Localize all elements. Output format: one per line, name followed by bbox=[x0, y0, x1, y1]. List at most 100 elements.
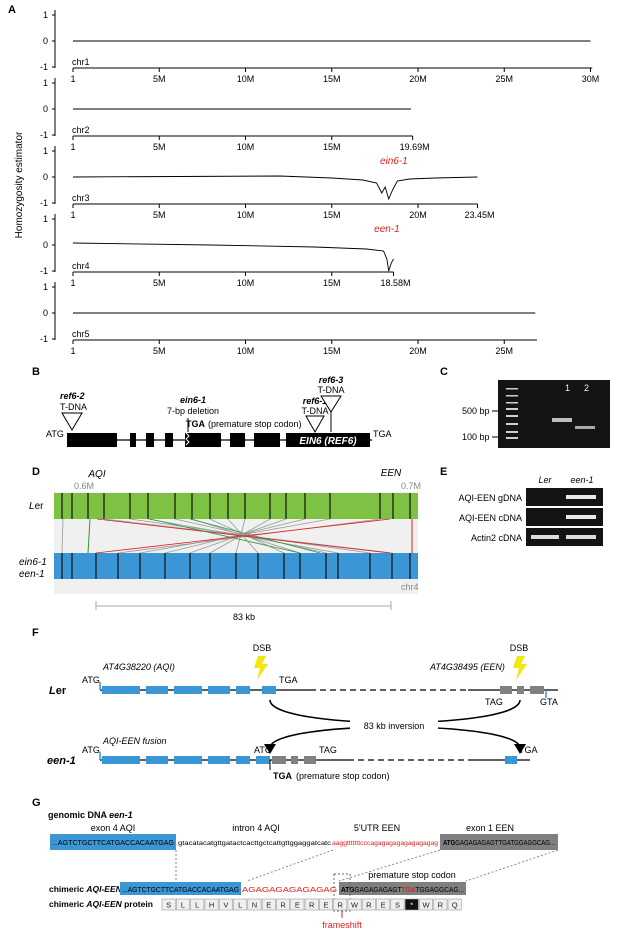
premature-tga-note: (premature stop codon) bbox=[296, 771, 390, 781]
amino-acid-cell: W bbox=[347, 898, 362, 911]
start-codon-label: ATG bbox=[46, 429, 64, 439]
mutation-annotation: ein6-1 bbox=[380, 156, 408, 167]
y-tick-label: 0 bbox=[43, 36, 48, 46]
een1-atg-2: ATG bbox=[254, 745, 272, 755]
chr-label: chr4 bbox=[401, 582, 419, 592]
exon-3 bbox=[146, 433, 154, 447]
x-end-label: 18.58M bbox=[380, 278, 410, 288]
chromosome-name: chr4 bbox=[72, 261, 90, 271]
x-tick-label: 20M bbox=[409, 210, 427, 220]
x-tick-label: 10M bbox=[237, 278, 255, 288]
amino-acid-letter: E bbox=[323, 901, 328, 910]
arrow-left bbox=[264, 744, 276, 754]
gel-image-c bbox=[498, 380, 610, 448]
x-tick-label: 1 bbox=[70, 210, 75, 220]
pos-0-7m: 0.7M bbox=[401, 481, 421, 491]
x-tick-label: 10M bbox=[237, 142, 255, 152]
amino-acid-letter: H bbox=[209, 901, 214, 910]
panel-a-label: A bbox=[8, 4, 16, 16]
amino-acid-letter: W bbox=[351, 901, 359, 910]
x-tick-label: 10M bbox=[237, 346, 255, 356]
panel-b: B ATG TGA ref6-2 T-DNA ein6-1 7-bp delet… bbox=[32, 366, 392, 447]
col-ler: Ler bbox=[538, 475, 552, 485]
amino-acid-cell: H bbox=[204, 898, 219, 911]
ler-tga: TGA bbox=[279, 675, 298, 685]
exon4-label: exon 4 AQI bbox=[91, 823, 136, 833]
amino-acid-cell: E bbox=[290, 898, 305, 911]
lane-1-band bbox=[552, 418, 572, 422]
genomic-exon4-seq: ...AGTCTGCTTCATGACCACAATGAG bbox=[52, 840, 174, 847]
y-tick-label: 0 bbox=[43, 104, 48, 114]
x-tick-label: 5M bbox=[153, 142, 166, 152]
genomic-intron-seq: gtacatacatgttgatactcacttgctcattgttggagga… bbox=[178, 840, 332, 847]
ein61-label: ein6-1 bbox=[180, 395, 206, 405]
exon-1 bbox=[67, 433, 117, 447]
amino-acid-cell: R bbox=[333, 898, 348, 911]
arrow-right bbox=[514, 744, 526, 754]
amino-acid-cell: L bbox=[233, 898, 248, 911]
amino-acid-letter: * bbox=[410, 901, 413, 910]
synteny-lines bbox=[61, 493, 413, 579]
amino-acid-letter: R bbox=[280, 901, 286, 910]
aqi-label: AQI bbox=[87, 469, 105, 480]
tdna-triangle-ref61 bbox=[305, 415, 325, 434]
panel-e-label: E bbox=[440, 466, 447, 478]
amino-acid-cell: L bbox=[176, 898, 190, 911]
x-tick-label: 15M bbox=[323, 74, 341, 84]
exon-6 bbox=[230, 433, 245, 447]
premature-tga: TGA bbox=[273, 771, 292, 781]
panel-g-label: G bbox=[32, 797, 41, 809]
exon-2 bbox=[130, 433, 136, 447]
panel-c: C 1 2 500 bp 100 bp bbox=[440, 366, 610, 448]
ein61-sub: 7-bp deletion bbox=[167, 406, 219, 416]
ref63-label: ref6-3 bbox=[319, 375, 344, 385]
ler-atg: ATG bbox=[82, 675, 100, 685]
amino-acid-letter: E bbox=[295, 901, 300, 910]
row-label-2: AQI-EEN cDNA bbox=[459, 513, 522, 523]
protein-label: chimeric AQI-EEN protein bbox=[49, 899, 153, 909]
amino-acid-cell: L bbox=[190, 898, 205, 911]
amino-acid-cell: S bbox=[161, 898, 176, 911]
panel-b-label: B bbox=[32, 366, 40, 378]
ler-rest: er bbox=[35, 501, 45, 512]
y-tick-label: 0 bbox=[43, 172, 48, 182]
chromosome-name: chr5 bbox=[72, 329, 90, 339]
lightning-icon-1 bbox=[254, 656, 268, 680]
x-tick-label: 25M bbox=[495, 346, 513, 356]
lightning-icon-2 bbox=[513, 656, 527, 680]
panel-f: F DSB DSB Ler AT4G38220 (AQI) AT4G38495 … bbox=[32, 627, 558, 781]
amino-acid-letter: R bbox=[309, 901, 315, 910]
amino-acid-letter: R bbox=[438, 901, 444, 910]
gel-row-2 bbox=[526, 508, 603, 526]
gel-row-3 bbox=[526, 528, 603, 546]
col-een: een-1 bbox=[570, 475, 593, 485]
y-tick-label: -1 bbox=[40, 130, 48, 140]
amino-acid-cell: R bbox=[361, 898, 376, 911]
chromosome-name: chr3 bbox=[72, 193, 90, 203]
tdna-triangle-ref62 bbox=[61, 412, 83, 431]
amino-acid-cell: R bbox=[276, 898, 290, 911]
x-tick-label: 1 bbox=[70, 278, 75, 288]
genomic-title: genomic DNA een-1 bbox=[48, 810, 133, 820]
exon-5 bbox=[185, 433, 221, 447]
exon-8 bbox=[286, 433, 370, 447]
end-codon-label: TGA bbox=[373, 429, 392, 439]
amino-acid-letter: E bbox=[381, 901, 386, 910]
lane-2-label: 2 bbox=[584, 383, 589, 393]
y-tick-label: 1 bbox=[43, 10, 48, 20]
x-tick-label: 5M bbox=[153, 278, 166, 288]
mutant-label-1: ein6-1 bbox=[19, 557, 47, 568]
intron4-label: intron 4 AQI bbox=[232, 823, 280, 833]
ler-gta: GTA bbox=[540, 697, 558, 707]
amino-acid-cell: V bbox=[218, 898, 233, 911]
y-tick-label: -1 bbox=[40, 198, 48, 208]
x-end-label: 23.45M bbox=[464, 210, 494, 220]
panel-e: E Ler een-1 AQI-EEN gDNA AQI-EEN cDNA Ac… bbox=[440, 466, 603, 546]
panel-d-label: D bbox=[32, 466, 40, 478]
genomic-exon1-seq: ATGGAGAGAGAGTTGATGGAGGCAG... bbox=[443, 840, 555, 847]
